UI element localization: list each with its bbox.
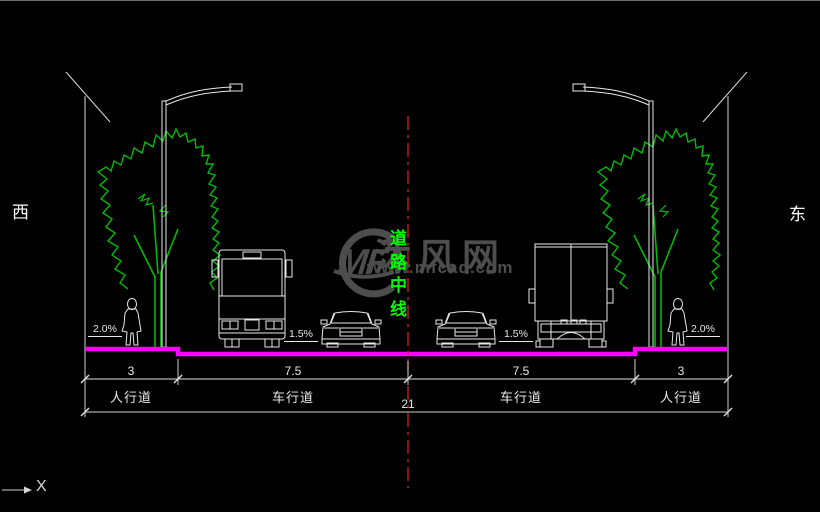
- right-streetlight: [572, 83, 654, 348]
- label-left-carriageway: 车行道: [271, 390, 314, 405]
- dim-value-right-sidewalk: 3: [677, 364, 685, 378]
- car-right: [435, 311, 497, 348]
- watermark-brand: 沐风网: [374, 237, 506, 278]
- ucs-x-label: X: [36, 478, 47, 495]
- truck: [528, 243, 614, 348]
- bus: [211, 249, 293, 348]
- corner-break-left: [65, 71, 111, 123]
- left-tree: [97, 128, 221, 348]
- dim-value-left-carriageway: 7.5: [284, 364, 302, 378]
- dimension-total-line: [80, 407, 733, 417]
- left-streetlight: [161, 83, 243, 348]
- pedestrian-left: [121, 298, 142, 346]
- watermark-logo-swoosh-icon: [333, 228, 398, 298]
- slope-label-left-sidewalk: 2.0%: [88, 323, 122, 337]
- car-left: [320, 311, 382, 348]
- label-right-carriageway: 车行道: [499, 390, 542, 405]
- watermark-url: www.mfcad.com: [367, 258, 514, 277]
- slope-label-right-sidewalk: 2.0%: [686, 323, 720, 337]
- corner-break-right: [702, 71, 748, 123]
- direction-label-east: 东: [789, 205, 807, 224]
- dim-value-total: 21: [401, 397, 415, 411]
- label-left-sidewalk: 人行道: [109, 390, 152, 405]
- road-surface-line: [85, 346, 728, 357]
- dim-value-left-sidewalk: 3: [127, 364, 135, 378]
- ucs-x-axis-icon: [2, 486, 32, 494]
- slope-label-left-carriageway: 1.5%: [284, 328, 318, 342]
- right-tree: [597, 128, 721, 348]
- centerline-annotation: 道路中线: [390, 229, 407, 319]
- dimension-chain-line: [80, 374, 733, 384]
- dim-value-right-carriageway: 7.5: [512, 364, 530, 378]
- direction-label-west: 西: [12, 203, 30, 222]
- label-right-sidewalk: 人行道: [659, 390, 702, 405]
- pedestrian-right: [667, 298, 688, 346]
- slope-label-right-carriageway: 1.5%: [499, 328, 533, 342]
- dimension-extension-lines: [84, 357, 729, 417]
- section-frame: [65, 71, 748, 357]
